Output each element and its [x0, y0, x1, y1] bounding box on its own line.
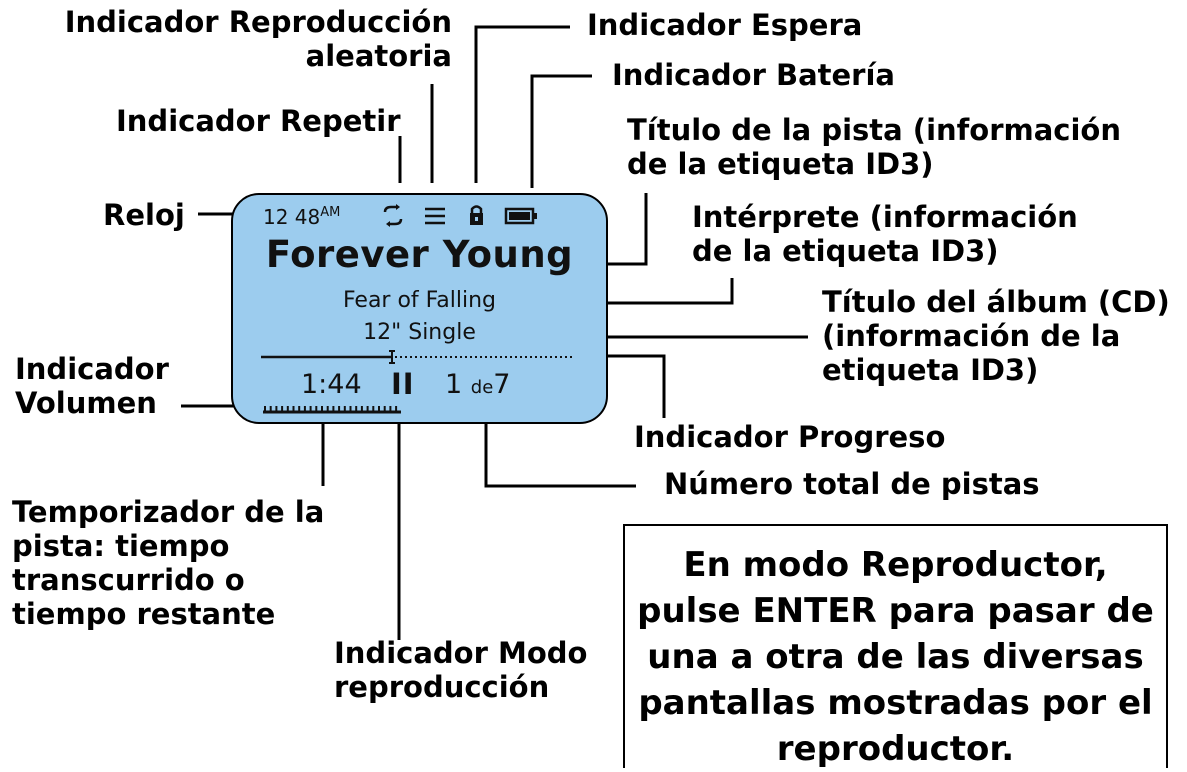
artist-label-line1: Intérprete (información — [692, 200, 1078, 234]
lcd-clock-ampm: AM — [320, 205, 341, 220]
track-title-label-line2: de la etiqueta ID3) — [627, 147, 934, 181]
track-timer-label: Temporizador de la pista: tiempo transcu… — [12, 495, 324, 631]
shuffle-label-line1: Indicador Reproducción — [64, 5, 452, 39]
shuffle-icon — [425, 207, 445, 225]
callout-text: En modo Reproductor, pulse ENTER para pa… — [625, 542, 1166, 772]
lcd-track-counter: 1 de7 — [445, 369, 510, 400]
lcd-progress-bar — [261, 350, 573, 364]
lcd-screen: 12 48AM Forever Young Fear of Falling 12… — [231, 193, 608, 424]
repeat-icon — [383, 204, 403, 227]
lcd-album: 12" Single — [363, 320, 476, 345]
enter-callout-box: En modo Reproductor, pulse ENTER para pa… — [623, 524, 1168, 769]
timer-label-line3: transcurrido o — [12, 563, 245, 597]
callout-line4: pantallas mostradas por el — [638, 683, 1153, 723]
battery-icon — [504, 207, 537, 225]
volume-label-line1: Indicador — [15, 352, 169, 386]
progress-marker — [389, 350, 395, 364]
volume-label-line2: Volumen — [15, 386, 157, 420]
track-title-label-line1: Título de la pista (información — [627, 113, 1121, 147]
lcd-artist: Fear of Falling — [342, 288, 497, 313]
lcd-clock: 12 48AM — [263, 205, 340, 229]
timer-label-line1: Temporizador de la — [12, 495, 325, 529]
volume-ticks — [264, 406, 398, 412]
callout-line5: reproductor. — [776, 729, 1015, 769]
lcd-volume-meter — [263, 406, 401, 414]
shuffle-label-line2: aleatoria — [305, 39, 452, 73]
progress-indicator-label: Indicador Progreso — [634, 420, 946, 454]
repeat-indicator-label: Indicador Repetir — [116, 104, 401, 138]
battery-indicator-label: Indicador Batería — [612, 58, 895, 92]
lock-icon — [470, 205, 483, 225]
album-label-line3: etiqueta ID3) — [822, 353, 1039, 387]
lcd-track-of: de — [470, 377, 494, 398]
album-label: Título del álbum (CD) (información de la… — [822, 285, 1170, 387]
album-label-line1: Título del álbum (CD) — [822, 285, 1170, 319]
callout-line1: En modo Reproductor, — [683, 545, 1108, 585]
battery-leader — [530, 74, 592, 188]
hold-leader — [474, 25, 570, 183]
lcd-elapsed-time: 1:44 — [301, 369, 362, 400]
callout-line2: pulse ENTER para pasar de — [637, 591, 1154, 631]
play-mode-label-line2: reproducción — [334, 670, 550, 704]
timer-label-line4: tiempo restante — [12, 597, 276, 631]
play-mode-indicator-label: Indicador Modo reproducción — [334, 636, 587, 704]
volume-indicator-label: Indicador Volumen — [15, 352, 169, 420]
lcd-track-total: 7 — [493, 369, 511, 400]
lcd-track-title: Forever Young — [265, 233, 574, 276]
progress-leader — [586, 354, 666, 418]
clock-label: Reloj — [103, 198, 185, 232]
shuffle-indicator-label: Indicador Reproducción aleatoria — [60, 5, 452, 73]
track-title-label: Título de la pista (información de la et… — [627, 113, 1121, 181]
timer-label-line2: pista: tiempo — [12, 529, 230, 563]
lcd-play-mode: II — [391, 367, 415, 401]
artist-label: Intérprete (información de la etiqueta I… — [692, 200, 1078, 268]
total-tracks-label: Número total de pistas — [664, 467, 1040, 501]
artist-label-line2: de la etiqueta ID3) — [692, 234, 999, 268]
callout-line3: una a otra de las diversas — [647, 637, 1144, 677]
total-tracks-leader — [484, 413, 636, 488]
hold-indicator-label: Indicador Espera — [587, 8, 863, 42]
album-label-line2: (información de la — [822, 319, 1121, 353]
lcd-clock-time: 12 48 — [263, 205, 321, 229]
lcd-status-icons — [383, 204, 537, 227]
play-mode-label-line1: Indicador Modo — [334, 636, 588, 670]
lcd-track-number: 1 — [445, 369, 463, 400]
